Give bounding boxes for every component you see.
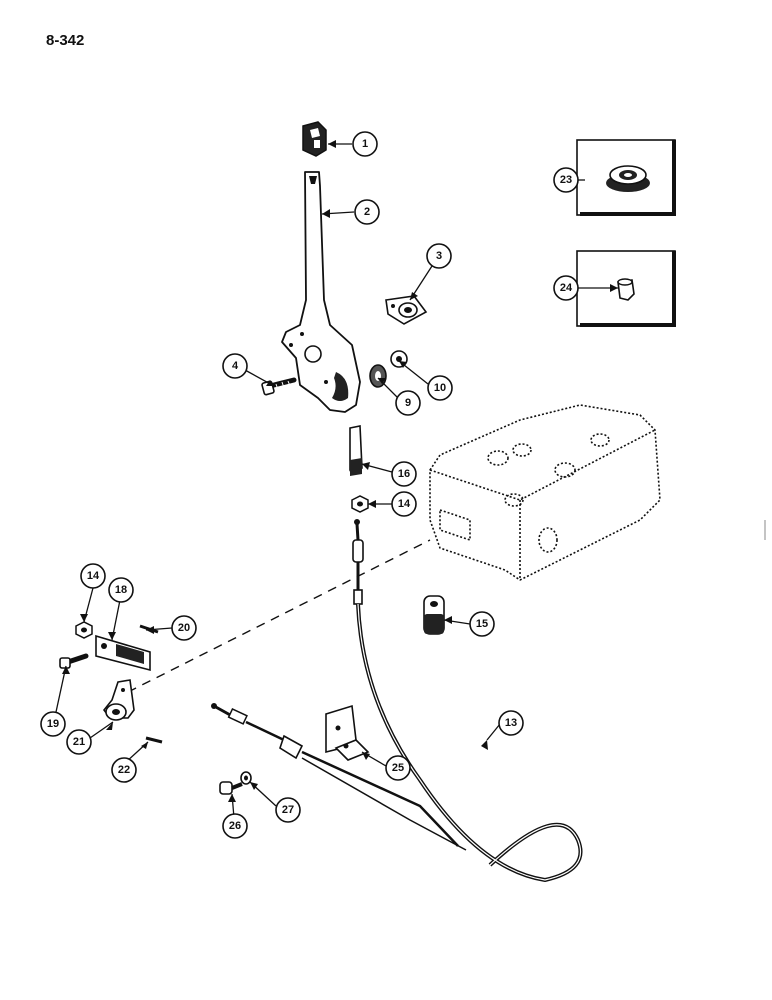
alignment-line: [127, 539, 431, 693]
part-14-nut-upper: [351, 495, 369, 513]
svg-text:9: 9: [405, 397, 411, 409]
callout-9: 9: [395, 390, 421, 416]
svg-text:4: 4: [232, 360, 239, 372]
callout-4: 4: [222, 353, 248, 379]
svg-text:22: 22: [118, 764, 130, 776]
callout-24: 24: [553, 275, 579, 301]
callout-19: 19: [40, 711, 66, 737]
part-22-pin: [145, 736, 163, 744]
callout-27: 27: [275, 797, 301, 823]
page-number: 8-342: [46, 32, 85, 49]
svg-text:21: 21: [73, 736, 85, 748]
svg-text:26: 26: [229, 820, 241, 832]
svg-text:25: 25: [392, 762, 404, 774]
callout-2: 2: [354, 199, 380, 225]
part-21-arm: [102, 679, 135, 721]
part-2-lever: [281, 171, 361, 413]
callout-1: 1: [352, 131, 378, 157]
callout-14-lower: 14: [80, 563, 106, 589]
svg-text:19: 19: [47, 718, 59, 730]
part-25-mounting-bracket: [325, 704, 370, 761]
arrowheads: [62, 140, 618, 802]
svg-text:14: 14: [398, 498, 411, 510]
part-1-knob: [302, 121, 327, 157]
callout-14-upper: 14: [391, 491, 417, 517]
callout-23: 23: [553, 167, 579, 193]
callout-16: 16: [391, 461, 417, 487]
svg-text:20: 20: [178, 622, 190, 634]
svg-text:1: 1: [362, 138, 368, 150]
callout-18: 18: [108, 577, 134, 603]
valve-body: [429, 404, 661, 581]
svg-text:2: 2: [364, 206, 370, 218]
svg-text:3: 3: [436, 250, 442, 262]
part-13-cable: [352, 519, 583, 883]
svg-text:13: 13: [505, 717, 517, 729]
svg-text:14: 14: [87, 570, 100, 582]
part-18-bracket: [95, 634, 151, 672]
callout-15: 15: [469, 611, 495, 637]
part-14-nut-lower: [75, 621, 93, 639]
part-19-bolt: [59, 653, 89, 669]
lower-cable: [211, 703, 467, 851]
callout-21: 21: [66, 729, 92, 755]
part-16-link: [349, 425, 363, 476]
part-27-washer: [240, 771, 252, 785]
svg-text:23: 23: [560, 174, 572, 186]
callout-26: 26: [222, 813, 248, 839]
inset-23: [576, 139, 676, 216]
svg-text:15: 15: [476, 618, 488, 630]
inset-24: [576, 250, 676, 327]
svg-text:18: 18: [115, 584, 127, 596]
callout-10: 10: [427, 375, 453, 401]
svg-text:24: 24: [560, 282, 573, 294]
part-3-flange-bushing: [385, 295, 428, 325]
svg-text:10: 10: [434, 382, 446, 394]
callout-20: 20: [171, 615, 197, 641]
callout-22: 22: [111, 757, 137, 783]
callout-3: 3: [426, 243, 452, 269]
callout-25: 25: [385, 755, 411, 781]
svg-text:27: 27: [282, 804, 294, 816]
callout-13: 13: [498, 710, 524, 736]
svg-text:16: 16: [398, 468, 410, 480]
part-15-clip: [423, 595, 445, 635]
part-26-bolt: [219, 781, 243, 795]
